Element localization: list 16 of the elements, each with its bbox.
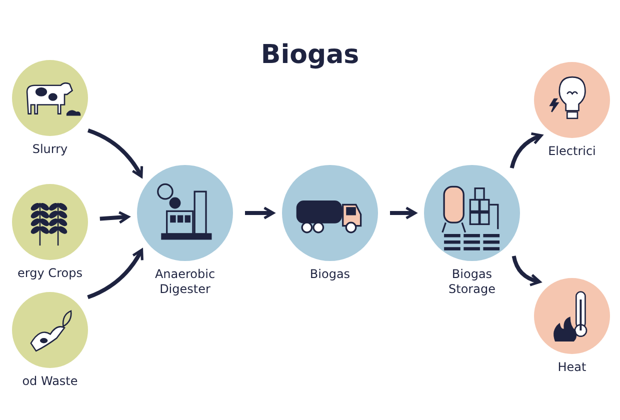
node-label: od Waste <box>22 374 78 389</box>
arrow <box>245 206 275 220</box>
node-label: Slurry <box>32 142 68 157</box>
node-label: ergy Crops <box>18 266 82 281</box>
arrow <box>100 211 130 224</box>
node-label: Electrici <box>548 144 596 159</box>
node-label: Heat <box>558 360 586 375</box>
arrow <box>87 248 144 300</box>
node-label: Biogas <box>310 267 350 282</box>
title: Biogas <box>260 40 360 70</box>
node-label: Biogas Storage <box>448 267 496 297</box>
arrow <box>87 128 143 178</box>
arrow <box>510 132 543 169</box>
arrow <box>512 256 542 286</box>
arrow <box>390 206 417 220</box>
node-label: Anaerobic Digester <box>154 267 216 297</box>
